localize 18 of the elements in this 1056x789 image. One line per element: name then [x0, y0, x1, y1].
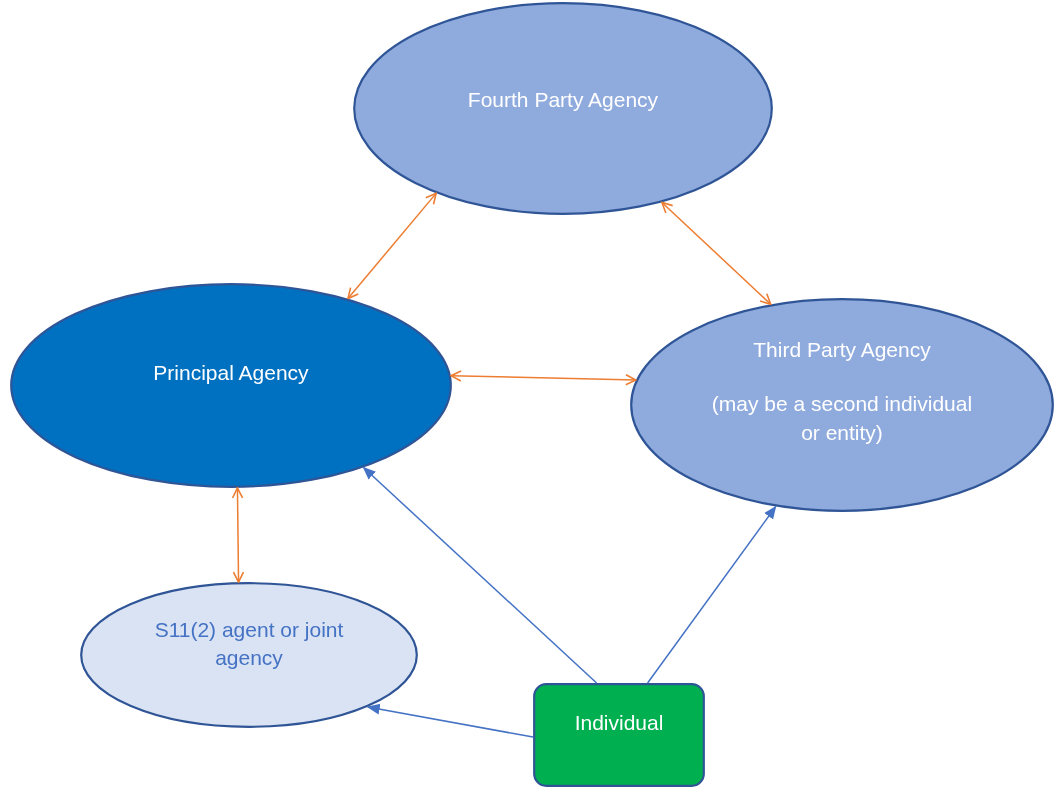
arrow [231, 487, 245, 583]
node-label: S11(2) agent or joint agency [153, 617, 345, 672]
node-label: Third Party Agency [753, 337, 931, 363]
arrow [646, 505, 777, 684]
agent-ellipse [80, 582, 418, 728]
agency-ellipse [353, 2, 773, 215]
arrow [661, 201, 772, 306]
arrow [366, 703, 534, 738]
node-label: Principal Agency [153, 360, 309, 386]
arrow [450, 370, 637, 386]
node-label: (may be a second individual or entity) [710, 391, 974, 446]
arrow [347, 192, 437, 300]
node-label: Fourth Party Agency [467, 87, 659, 113]
agency-ellipse [10, 283, 452, 488]
agency-ellipse [630, 298, 1054, 512]
node-label: Individual [574, 710, 664, 736]
arrow [362, 466, 598, 684]
individual-box [533, 683, 705, 787]
